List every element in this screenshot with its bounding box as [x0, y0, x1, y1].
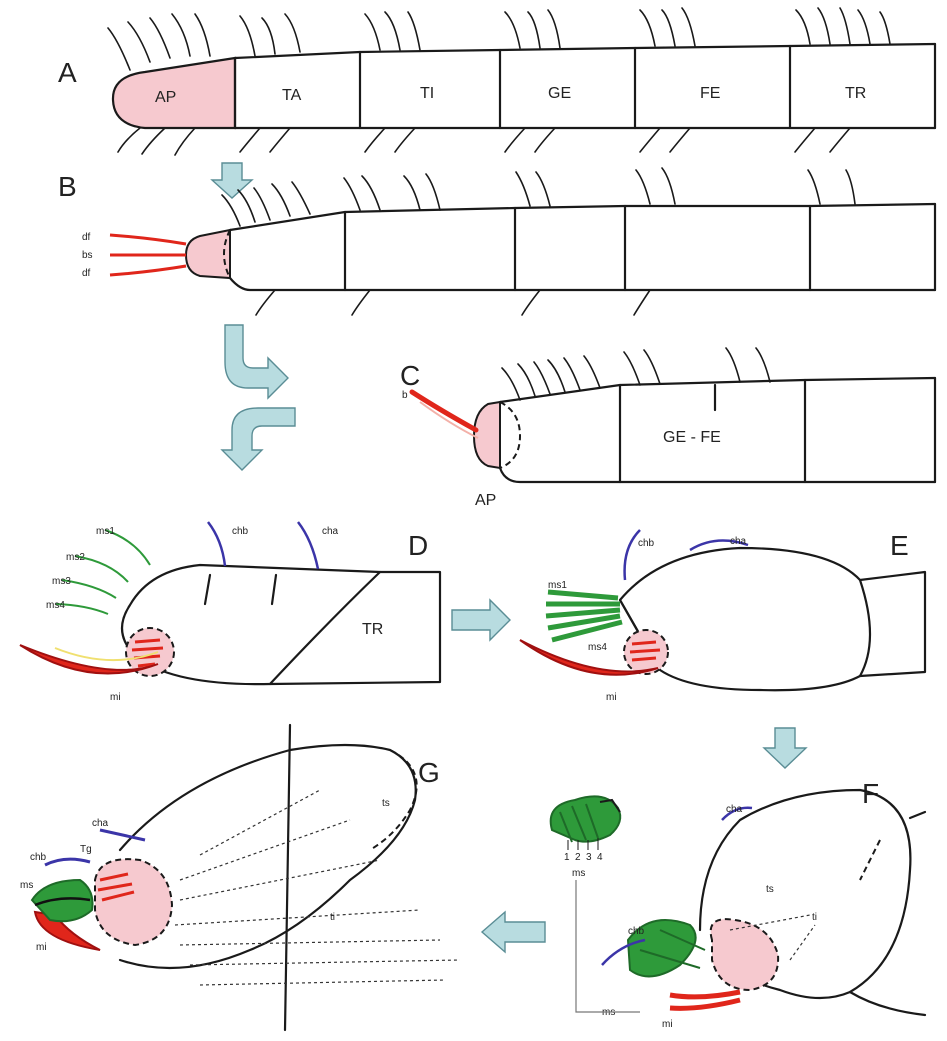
panel-d: D ms1 ms2 ms3 ms4 chb cha TR mi	[20, 522, 440, 703]
panel-c: C b AP GE - FE	[400, 348, 935, 509]
panel-g-label-mi: mi	[36, 942, 47, 953]
arrow-down-icon	[212, 163, 252, 198]
panel-a-label-ta: TA	[282, 87, 302, 104]
inset-number-1: 1	[564, 852, 570, 863]
panel-d-label-cha: cha	[322, 526, 339, 537]
curved-arrow-icon	[222, 408, 295, 470]
panel-d-label-chb: chb	[232, 526, 249, 537]
arrow-down-icon	[764, 728, 806, 768]
panel-a-label-tr: TR	[845, 85, 866, 102]
panel-g-label-tg: Tg	[80, 844, 92, 855]
panel-d-label-tr: TR	[362, 621, 383, 638]
panel-f-label-ts: ts	[766, 884, 774, 895]
panel-d-label-mi: mi	[110, 692, 121, 703]
curved-arrow-icon	[225, 325, 288, 398]
panel-c-label-ge-fe: GE - FE	[663, 429, 721, 446]
inset-number-4: 4	[597, 852, 603, 863]
inset-ms: 1 2 3 4 ms	[551, 796, 640, 1012]
panel-f-label-mi: mi	[662, 1019, 673, 1030]
panel-c-label-b: b	[402, 390, 408, 401]
panel-c-letter: C	[400, 360, 420, 391]
panel-b: B df bs df	[58, 168, 935, 315]
panel-f-label-cha: cha	[726, 804, 743, 815]
panel-e-label-ms4: ms4	[588, 642, 607, 653]
panel-a-letter: A	[58, 57, 77, 88]
panel-g-label-cha: cha	[92, 818, 109, 829]
panel-f-label-chb: chb	[628, 926, 645, 937]
panel-d-label-ms1: ms1	[96, 526, 115, 537]
panel-a-label-fe: FE	[700, 85, 720, 102]
panel-e-label-ms1: ms1	[548, 580, 567, 591]
panel-e-label-cha: cha	[730, 536, 747, 547]
inset-number-3: 3	[586, 852, 592, 863]
panel-b-letter: B	[58, 171, 77, 202]
panel-e-label-chb: chb	[638, 538, 655, 549]
panel-b-label-df-1: df	[82, 232, 91, 243]
panel-e-label-mi: mi	[606, 692, 617, 703]
panel-g-label-ts: ts	[382, 798, 390, 809]
panel-a-label-ge: GE	[548, 85, 571, 102]
arrow-left-icon	[482, 912, 545, 952]
panel-b-label-df-2: df	[82, 268, 91, 279]
panel-a-leg-outline	[235, 44, 935, 128]
arrow-right-icon	[452, 600, 510, 640]
panel-a-label-ti: TI	[420, 85, 434, 102]
inset-number-2: 2	[575, 852, 581, 863]
panel-g-label-ti: ti	[330, 912, 335, 923]
panel-g-label-chb: chb	[30, 852, 47, 863]
panel-d-label-ms3: ms3	[52, 576, 71, 587]
panel-f: F cha ts ti chb ms mi	[602, 778, 925, 1030]
panel-d-label-ms4: ms4	[46, 600, 65, 611]
panel-g: G cha Tg chb ms mi ts ti	[20, 725, 460, 1030]
panel-d-letter: D	[408, 530, 428, 561]
panel-f-label-ti: ti	[812, 912, 817, 923]
panel-e-letter: E	[890, 530, 909, 561]
panel-c-label-ap: AP	[475, 492, 496, 509]
panel-b-label-bs: bs	[82, 250, 93, 261]
panel-a: A AP TA TI GE FE TR	[58, 8, 935, 155]
panel-g-label-ms: ms	[20, 880, 33, 891]
panel-g-letter: G	[418, 757, 440, 788]
panel-e: E chb cha ms1 ms4 mi	[520, 530, 925, 703]
inset-label-ms: ms	[572, 868, 585, 879]
panel-d-label-ms2: ms2	[66, 552, 85, 563]
panel-a-label-ap: AP	[155, 89, 176, 106]
